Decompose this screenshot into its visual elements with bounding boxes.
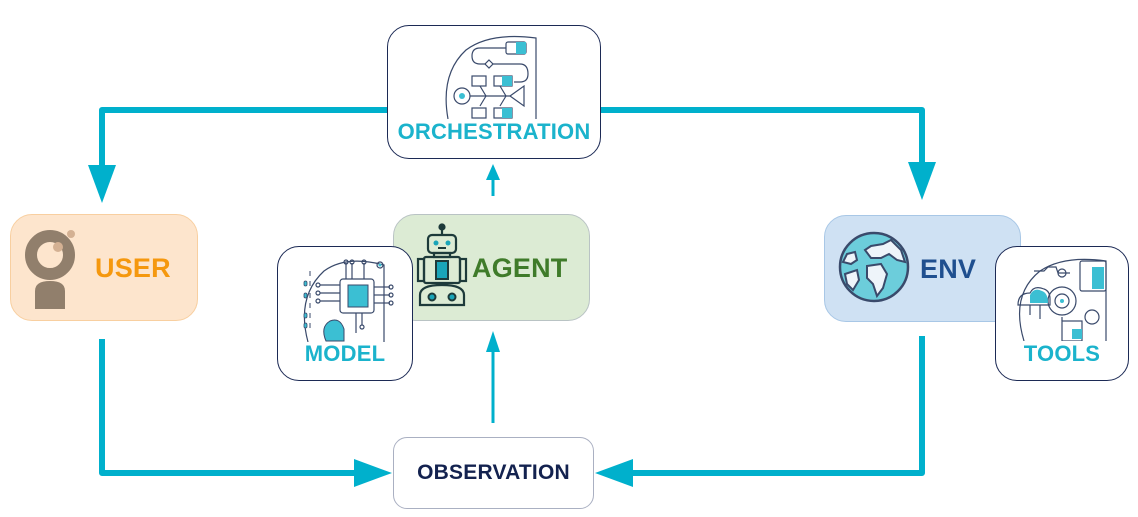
model-label: MODEL	[304, 341, 386, 366]
user-icon	[25, 230, 75, 309]
env-label: ENV	[920, 254, 977, 284]
env-node[interactable]: ENV	[824, 215, 1021, 322]
agent-label: AGENT	[472, 253, 568, 283]
edge-orchestration-to-env	[600, 107, 925, 168]
observation-label: OBSERVATION	[417, 461, 570, 484]
arrowhead-observation-left	[354, 459, 392, 487]
gears-tools-icon	[1017, 258, 1107, 341]
arrowhead-orchestration	[486, 164, 500, 180]
orchestration-card[interactable]: ORCHESTRATION	[387, 25, 601, 159]
arrowhead-user	[88, 165, 116, 203]
orchestration-label: ORCHESTRATION	[397, 119, 591, 144]
tools-label: TOOLS	[1023, 341, 1101, 366]
edge-orchestration-to-user	[99, 107, 388, 168]
arrowhead-agent	[486, 331, 500, 352]
user-node[interactable]: USER	[10, 214, 198, 321]
agent-node[interactable]: AGENT	[393, 214, 590, 321]
arrowhead-observation-right	[595, 459, 633, 487]
flowchart-icon	[445, 35, 537, 119]
model-card[interactable]: MODEL	[277, 246, 413, 381]
globe-icon	[838, 231, 910, 303]
edge-env-to-observation	[632, 336, 925, 476]
user-label: USER	[95, 253, 171, 283]
edge-user-to-observation	[99, 339, 356, 476]
circuit-brain-icon	[303, 259, 394, 342]
observation-node[interactable]: OBSERVATION	[393, 437, 594, 509]
tools-card[interactable]: TOOLS	[995, 246, 1129, 381]
arrowhead-env	[908, 162, 936, 200]
robot-icon	[416, 223, 468, 307]
